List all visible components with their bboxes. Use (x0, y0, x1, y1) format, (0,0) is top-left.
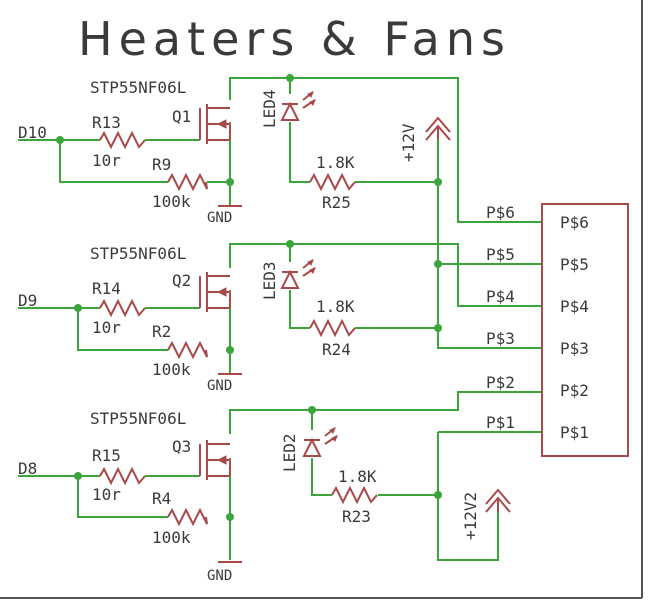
mosfet-part-q1: STP55NF06L (90, 78, 186, 97)
mosfet-q1-symbol (199, 104, 231, 144)
led2-symbol (302, 427, 338, 457)
connector-pin-p3: P$3 (560, 339, 589, 358)
mosfet-q2-symbol (199, 272, 231, 312)
mosfet-part-q3: STP55NF06L (90, 409, 186, 428)
input-label-d8: D8 (18, 459, 37, 478)
input-label-d9: D9 (18, 291, 37, 310)
net-label-p4: P$4 (486, 287, 515, 306)
led3-symbol (280, 259, 316, 289)
led-ref-led2: LED2 (280, 433, 299, 472)
channel-1: D10 STP55NF06L Q1 R13 10r R9 100k GND LE… (18, 74, 480, 226)
led-res-val-r25: 1.8K (316, 153, 355, 172)
mosfet-part-q2: STP55NF06L (90, 244, 186, 263)
led-res-val-r23: 1.8K (338, 467, 377, 486)
pull-res-ref-r9: R9 (152, 155, 171, 174)
channel-2: D9 STP55NF06L Q2 R14 10r R2 100k GND LED… (18, 240, 480, 394)
connector-pin-p6: P$6 (560, 213, 589, 232)
led-res-ref-r25: R25 (322, 193, 351, 212)
gnd-label-1: GND (207, 210, 232, 226)
net-label-p2: P$2 (486, 373, 515, 392)
mosfet-q3-symbol (199, 440, 231, 480)
power-rail-12v2: +12V2 (437, 431, 511, 561)
pull-res-ref-r2: R2 (152, 322, 171, 341)
net-label-p6: P$6 (486, 203, 515, 222)
sheet-title: Heaters & Fans (78, 12, 511, 66)
gate-res-ref-r13: R13 (92, 113, 121, 132)
led-ref-led4: LED4 (260, 89, 279, 128)
connector-pin-p4: P$4 (560, 297, 589, 316)
led-res-val-r24: 1.8K (316, 297, 355, 316)
gate-res-val-r14: 10r (92, 318, 121, 337)
gate-res-val-r15: 10r (92, 485, 121, 504)
input-label-d10: D10 (18, 123, 47, 142)
pull-res-ref-r4: R4 (152, 489, 171, 508)
pull-res-val-r2: 100k (152, 360, 191, 379)
gnd-label-3: GND (207, 568, 232, 584)
gate-res-val-r13: 10r (92, 151, 121, 170)
connector-block: P$6 P$5 P$4 P$3 P$2 P$1 (541, 203, 629, 457)
connector-pin-p2: P$2 (560, 381, 589, 400)
led-ref-led3: LED3 (260, 261, 279, 300)
net-labels: P$6 P$5 P$4 P$3 P$2 P$1 (480, 203, 542, 433)
power-label-12v: +12V (399, 123, 418, 162)
power-label-12v2: +12V2 (461, 492, 480, 540)
gnd-label-2: GND (207, 378, 232, 394)
net-label-p1: P$1 (486, 413, 515, 432)
channel-3: D8 STP55NF06L Q3 R15 10r R4 100k GND LED… (18, 391, 480, 584)
connector-pin-p5: P$5 (560, 255, 589, 274)
net-label-p3: P$3 (486, 329, 515, 348)
gate-res-ref-r14: R14 (92, 279, 121, 298)
led-res-ref-r24: R24 (322, 340, 351, 359)
mosfet-ref-q3: Q3 (172, 437, 191, 456)
net-label-p5: P$5 (486, 245, 515, 264)
led-res-ref-r23: R23 (342, 507, 371, 526)
connector-pin-p1: P$1 (560, 423, 589, 442)
mosfet-ref-q1: Q1 (172, 107, 191, 126)
power-rail-12v: +12V (399, 116, 480, 349)
pull-res-val-r4: 100k (152, 528, 191, 547)
pull-res-val-r9: 100k (152, 192, 191, 211)
mosfet-ref-q2: Q2 (172, 271, 191, 290)
gate-res-ref-r15: R15 (92, 446, 121, 465)
led4-symbol (280, 91, 316, 121)
